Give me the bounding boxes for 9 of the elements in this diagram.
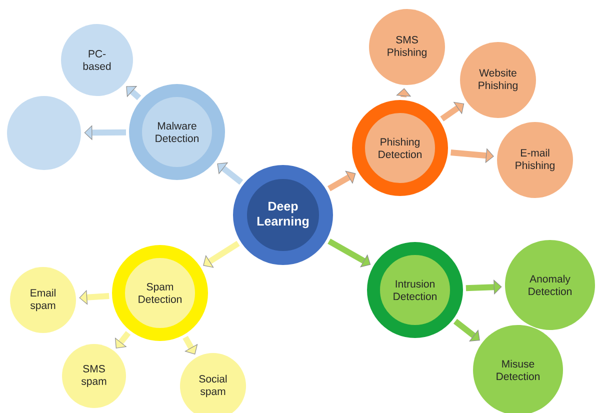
block-arrow — [203, 240, 240, 268]
block-arrow — [328, 170, 356, 192]
block-arrow — [126, 86, 142, 100]
subtopic-circle — [7, 96, 81, 170]
block-arrow — [84, 125, 126, 140]
block-arrow — [453, 318, 480, 342]
block-arrow — [440, 102, 464, 122]
block-arrow — [217, 162, 244, 185]
block-arrow — [328, 238, 371, 268]
